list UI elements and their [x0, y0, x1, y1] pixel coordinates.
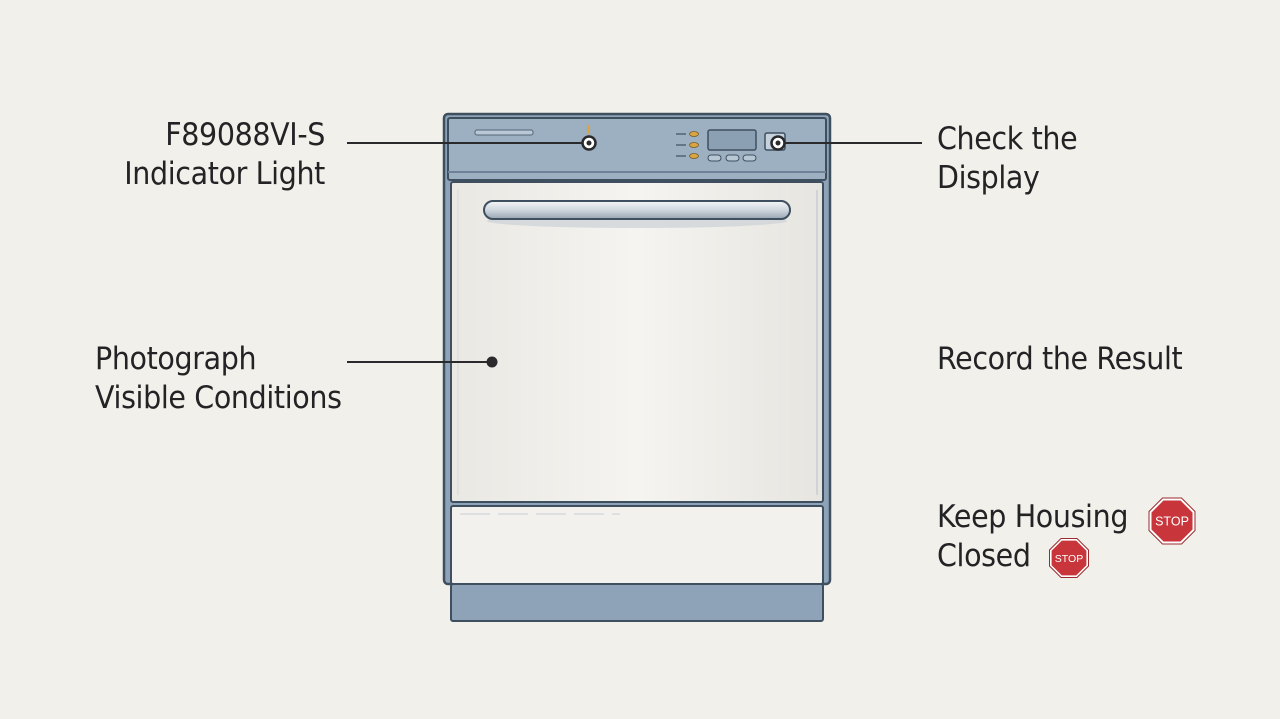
indicator-led — [587, 125, 590, 134]
record-label: Record the Result — [937, 341, 1183, 377]
base-toe-kick — [450, 583, 824, 622]
model-number-label: F89088VI-S — [165, 117, 325, 153]
door-panel — [450, 181, 824, 503]
brand-badge — [474, 129, 534, 136]
status-leds — [676, 131, 699, 159]
svg-text:STOP: STOP — [1055, 553, 1083, 565]
anchor-dot-photograph — [486, 356, 498, 368]
display-label-line2: Display — [937, 160, 1040, 196]
callout-photograph: Photograph Visible Conditions — [95, 340, 342, 418]
stop-sign-icon: STOP — [1049, 538, 1089, 578]
door-handle — [483, 200, 791, 220]
display-label-line1: Check the — [937, 121, 1078, 157]
callout-display: Check the Display — [937, 120, 1078, 198]
housing-label-line1: Keep Housing — [937, 499, 1129, 535]
callout-model-indicator: F89088VI-S Indicator Light — [100, 116, 325, 194]
housing-label-line2: Closed — [937, 538, 1031, 574]
photograph-label-line2: Visible Conditions — [95, 380, 342, 416]
photograph-label-line1: Photograph — [95, 341, 257, 377]
callout-record: Record the Result — [937, 340, 1183, 379]
indicator-light-label: Indicator Light — [124, 156, 325, 192]
svg-text:STOP: STOP — [1155, 515, 1189, 529]
display-screen — [707, 129, 757, 151]
control-buttons — [707, 154, 757, 162]
callout-housing: Keep Housing Closed — [937, 498, 1128, 576]
lower-panel — [450, 505, 824, 585]
stop-sign-icon: STOP — [1148, 497, 1196, 545]
